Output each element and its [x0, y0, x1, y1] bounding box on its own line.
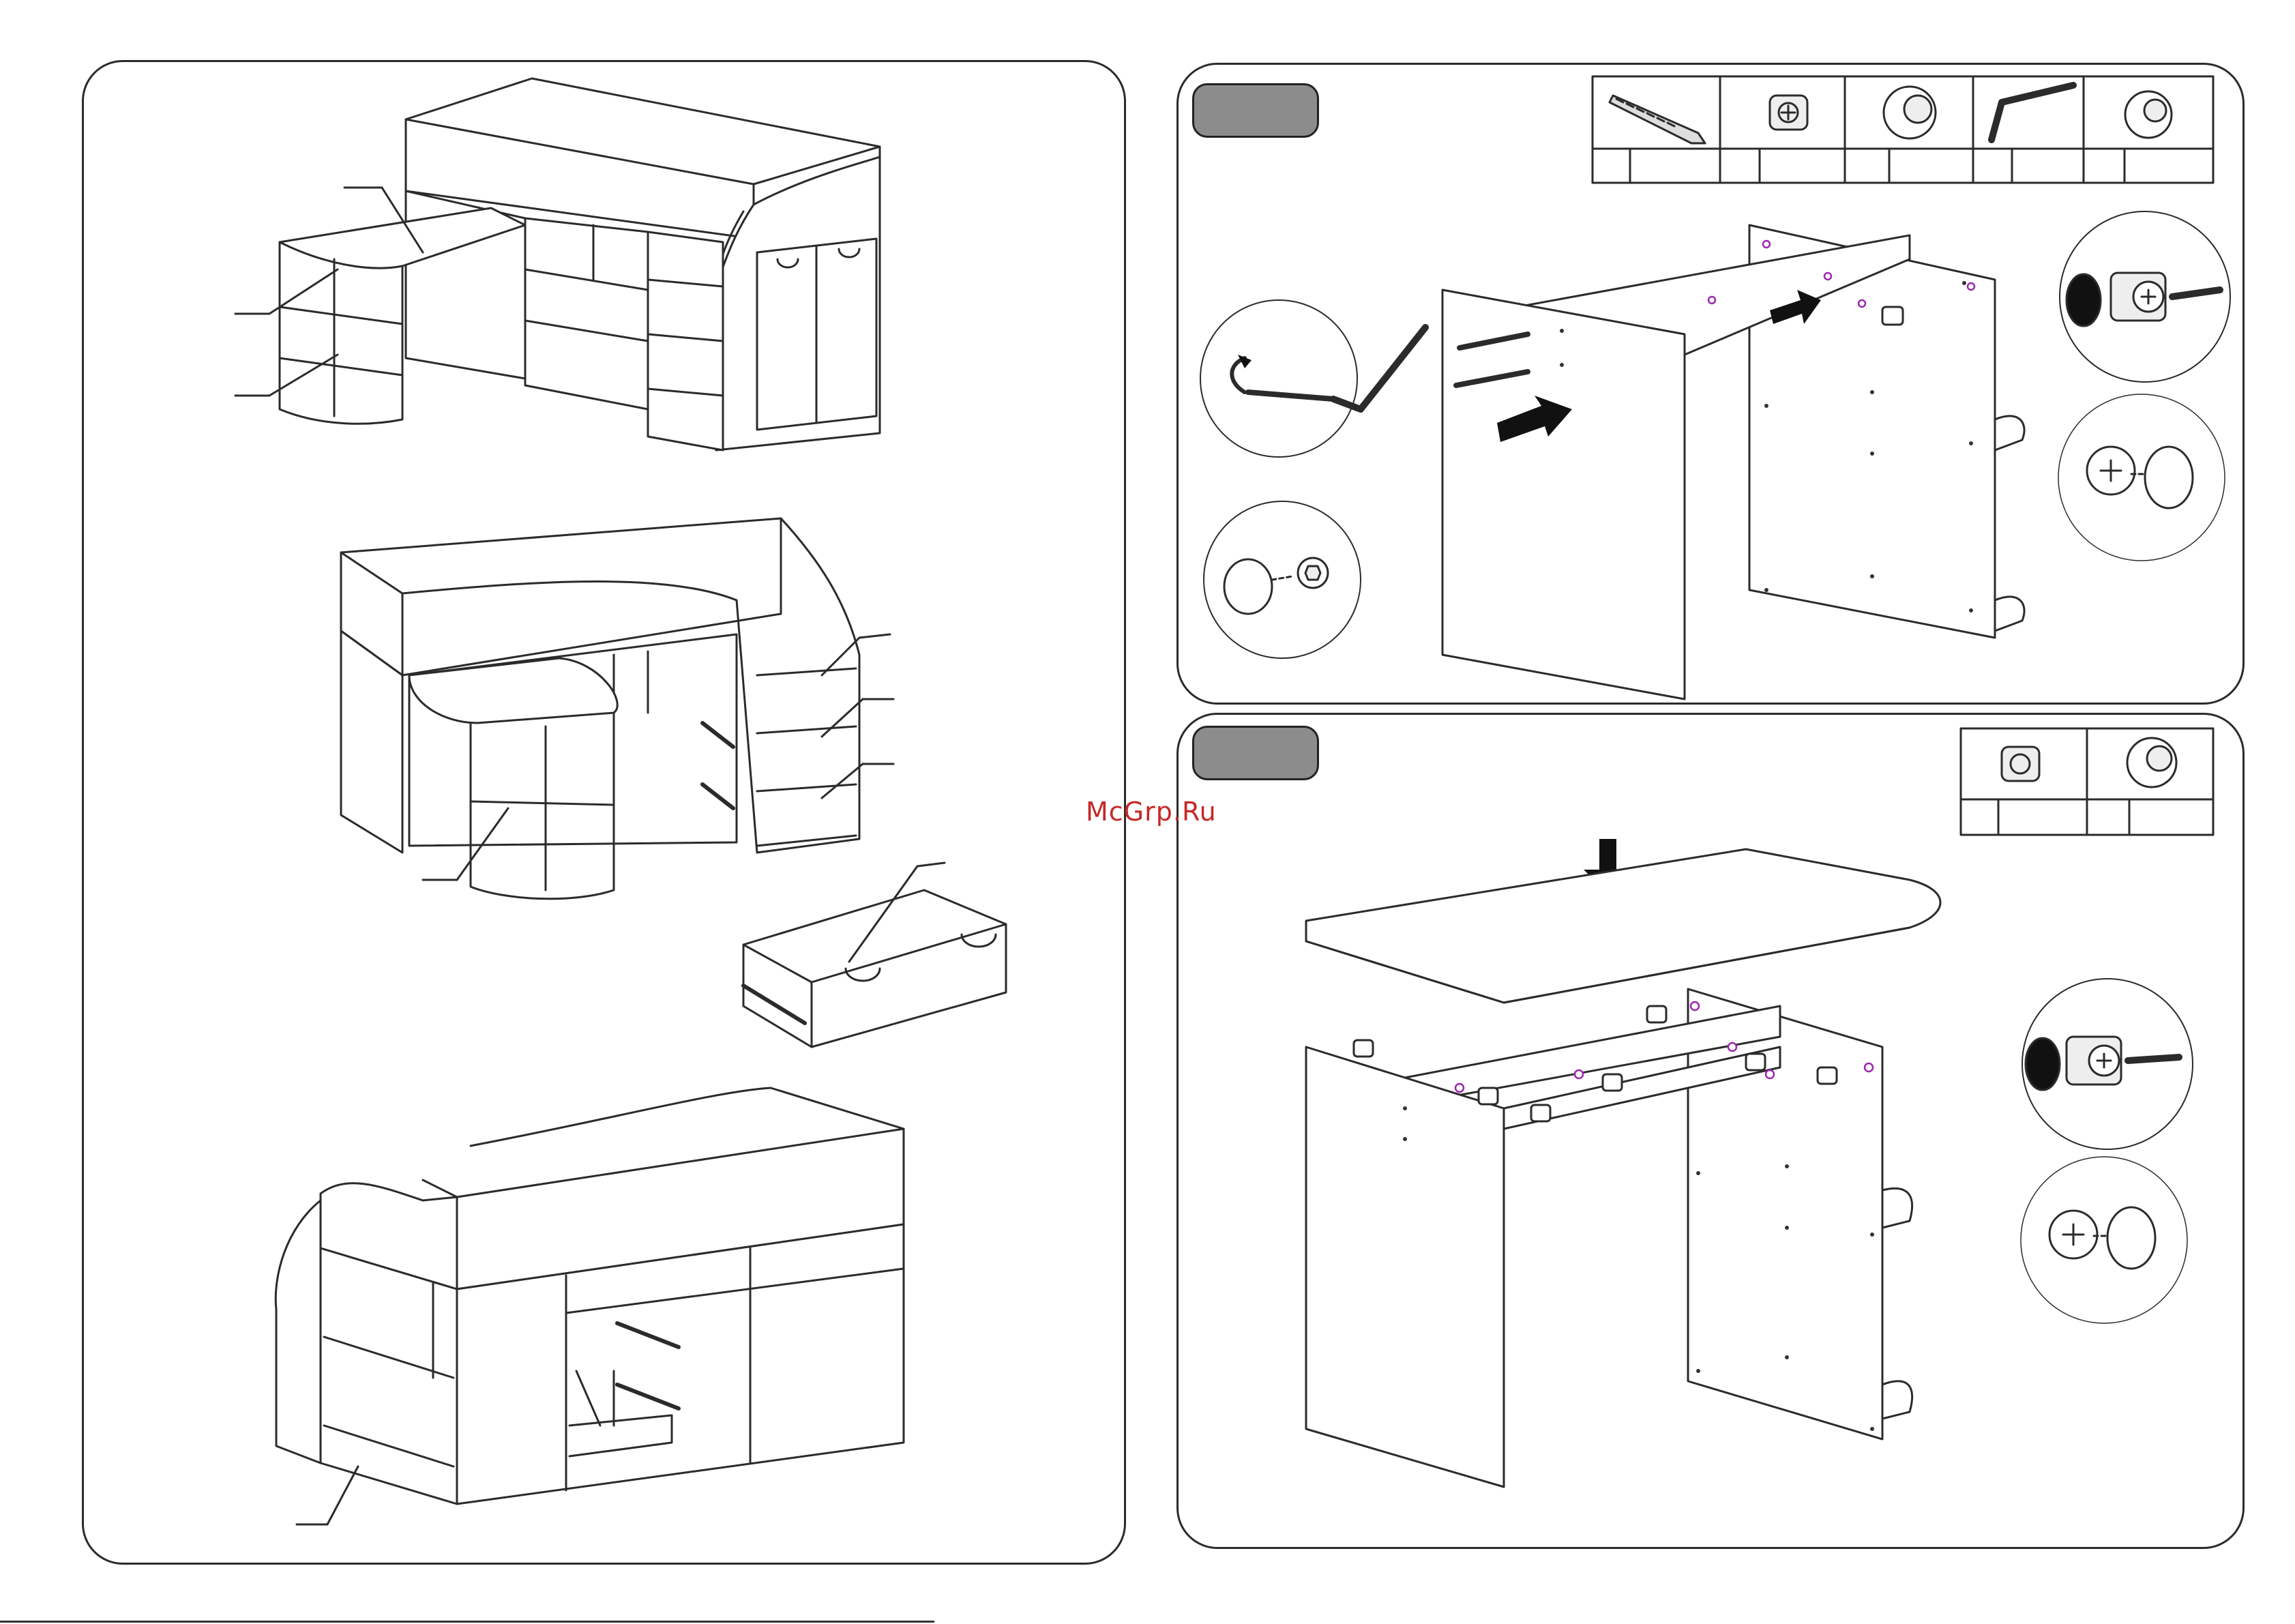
- step-2-cam-lock-icon: [2002, 747, 2039, 781]
- cam-lock-icon: [1770, 95, 1807, 130]
- allen-key-detail: [1200, 300, 1425, 457]
- assembled-bed-front-view: [235, 78, 880, 450]
- assembled-bed-desk-extended-view: [341, 518, 893, 899]
- step-2-assembly: [1306, 839, 1940, 1487]
- step-2-cam-lock-detail: [2022, 979, 2193, 1149]
- step-2-cover-cap-detail: [2021, 1157, 2187, 1323]
- cover-cap-detail: [1204, 501, 1361, 658]
- cover-cap-cam-detail: [2058, 394, 2225, 561]
- step-2-parts-table: [1961, 728, 2213, 835]
- step-1-assembly: [1442, 225, 2024, 699]
- cover-cap-icon: [1884, 87, 1936, 138]
- assembled-bed-rear-view: [276, 1088, 904, 1524]
- step-2-cover-cap-icon: [2127, 738, 2176, 787]
- cam-lock-detail: [2060, 211, 2230, 382]
- drawer-detail: [743, 863, 1006, 1047]
- cap-icon: [2125, 91, 2172, 138]
